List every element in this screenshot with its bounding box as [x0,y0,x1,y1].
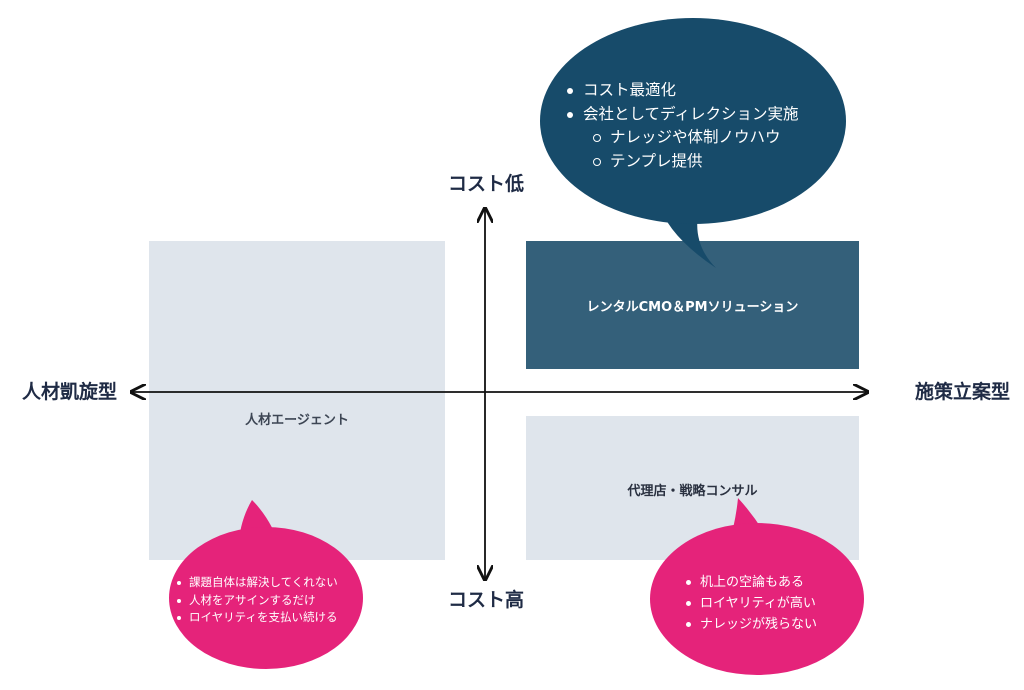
left-bubble-list: 課題自体は解決してくれない 人材をアサインするだけ ロイヤリティを支払い続ける [177,574,338,627]
dark-bubble-subitem: ナレッジや体制ノウハウ [593,126,798,150]
axis-label-left: 人材凱旋型 [22,381,118,403]
axis-label-right: 施策立案型 [915,381,1011,403]
quadrant-box-top-right [526,241,859,369]
left-bubble-item: 人材をアサインするだけ [177,592,338,610]
dark-bubble-item: 会社としてディレクション実施 [567,103,798,127]
left-bubble-item: 課題自体は解決してくれない [177,574,338,592]
dark-bubble-list: コスト最適化 会社としてディレクション実施 ナレッジや体制ノウハウ テンプレ提供 [567,79,798,173]
axis-label-bottom: コスト高 [448,589,525,611]
dark-bubble-item: コスト最適化 [567,79,798,103]
dark-bubble-subitem: テンプレ提供 [593,150,798,174]
right-bubble-item: ロイヤリティが高い [686,593,817,614]
right-bubble-item: 机上の空論もある [686,572,817,593]
right-bubble-item: ナレッジが残らない [686,614,817,635]
left-bubble-item: ロイヤリティを支払い続ける [177,609,338,627]
speech-bubble-left [169,500,363,669]
speech-bubble-dark [540,18,846,268]
speech-bubble-right [650,498,864,675]
quadrant-label-top-left: 人材エージェント [245,412,349,428]
quadrant-label-bottom-right: 代理店・戦略コンサル [627,483,758,499]
quadrant-label-top-right: レンタルCMO＆PMソリューション [586,299,799,315]
right-bubble-list: 机上の空論もある ロイヤリティが高い ナレッジが残らない [686,572,817,635]
quadrant-box-top-left [149,241,445,560]
axis-label-top: コスト低 [448,173,525,195]
